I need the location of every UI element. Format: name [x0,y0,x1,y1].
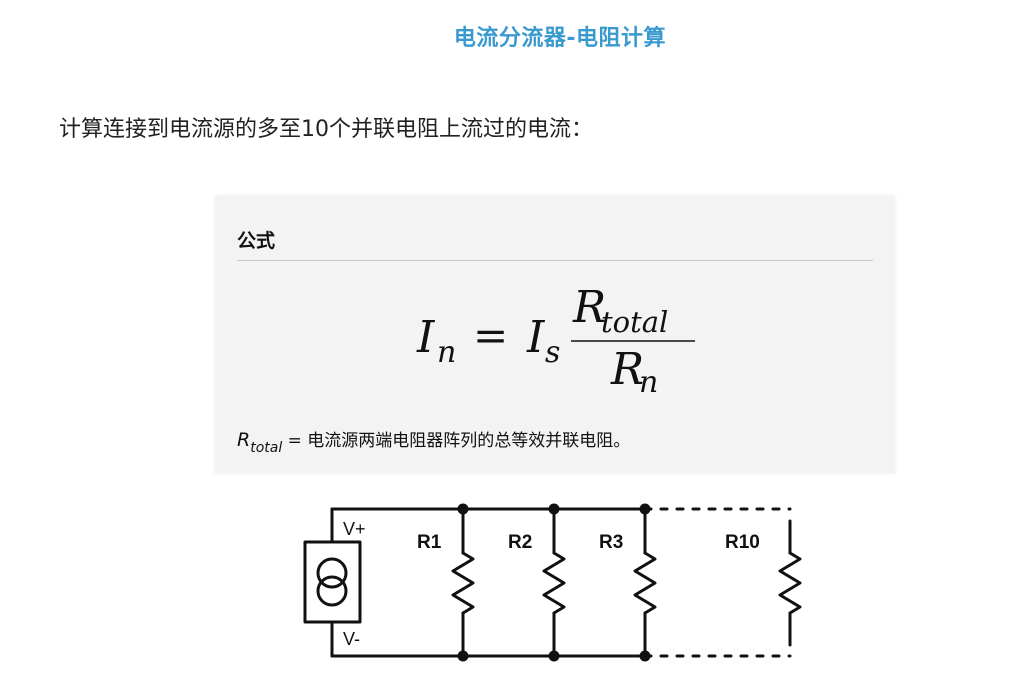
formula-divider [237,260,873,261]
lhs-symbol: I [416,312,436,363]
lhs-subscript: n [437,335,456,370]
note-subscript: total [250,440,283,456]
junction-dot [639,503,651,515]
current-source-circle-lower [316,575,348,607]
resistor-label-r3: R3 [599,532,623,553]
rhs-symbol: I [526,312,546,363]
junction-dot [639,650,651,662]
denominator-subscript: n [639,365,658,396]
source-plus-label: V+ [343,519,366,539]
denominator-symbol: R [610,344,644,395]
resistor-label-r2: R2 [508,532,532,553]
resistor-r3 [633,507,657,658]
junction-dot [457,650,469,662]
note-text: = 电流源两端电阻器阵列的总等效并联电阻。 [282,431,631,451]
formula-box: 公式 I n = I s R total R n Rtotal = 电流源两端电… [215,196,895,473]
intro-text: 计算连接到电流源的多至10个并联电阻上流过的电流： [59,117,593,142]
parallel-resistor-circuit: V+ V- R1 R2 R3 R10 [303,503,802,662]
current-source-circle-upper [316,557,348,589]
page-title: 电流分流器-电阻计算 [453,26,667,51]
source-minus-label: V- [343,629,360,649]
junction-dot [548,503,560,515]
numerator-subscript: total [601,305,668,339]
current-source-box [303,540,362,624]
formula-heading: 公式 [237,230,276,252]
resistor-label-r1: R1 [417,532,442,553]
equals-sign: = [473,311,508,360]
formula-note: Rtotal = 电流源两端电阻器阵列的总等效并联电阻。 [237,426,631,456]
junction-dot [457,503,469,515]
rhs-subscript: s [545,335,560,370]
junction-dot [548,650,560,662]
resistor-r2 [542,507,566,658]
resistor-label-r10: R10 [725,532,760,553]
note-symbol: R [237,429,251,451]
numerator-symbol: R [572,282,606,333]
resistor-r1 [451,507,475,658]
resistor-r10 [778,519,802,647]
formula-equation: I n = I s R total R n [416,282,695,396]
